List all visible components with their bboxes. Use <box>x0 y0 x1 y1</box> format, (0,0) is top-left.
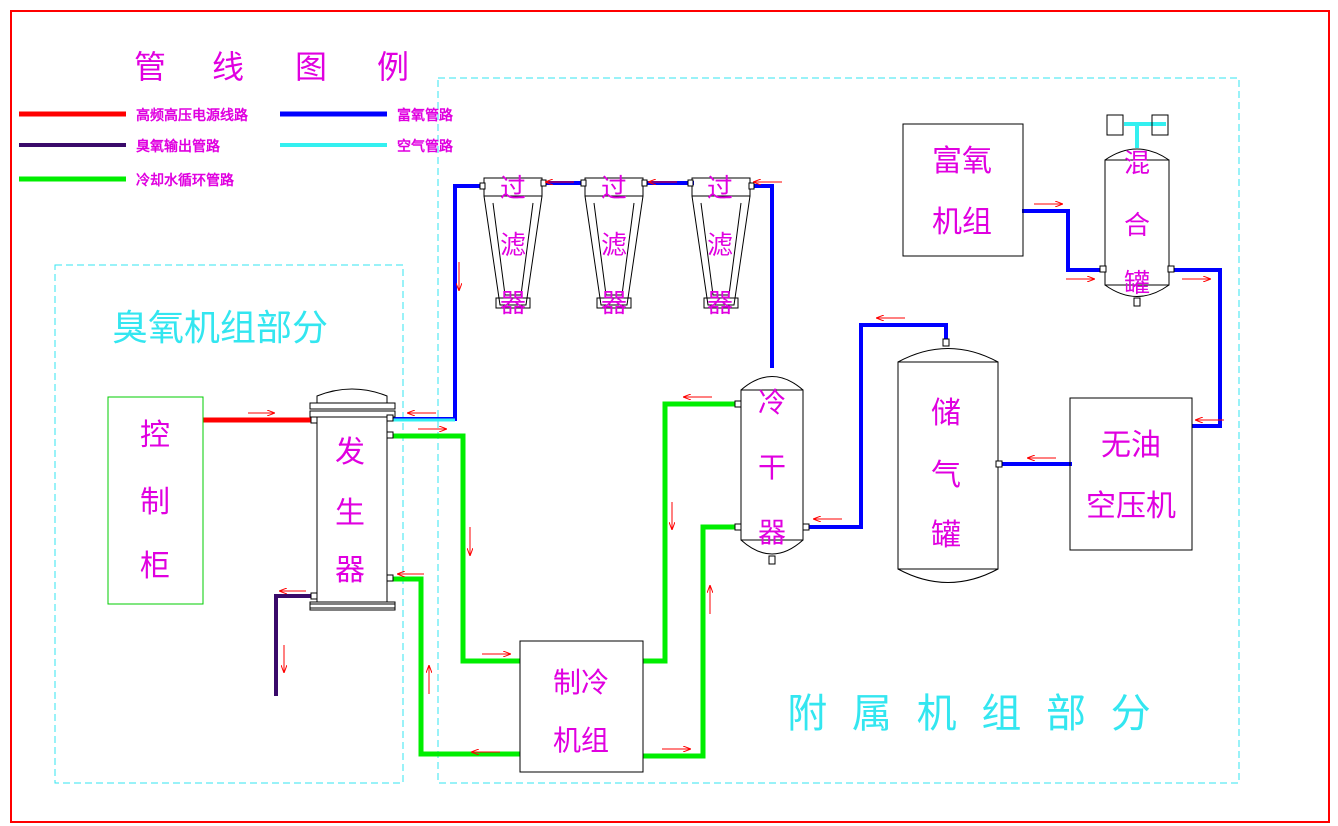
filter-1 <box>479 177 547 309</box>
filter-3 <box>687 177 755 309</box>
ozone-section-label: 臭氧机组部分 <box>112 308 328 349</box>
filter-3-label: 过 <box>707 174 733 204</box>
dryer-label: 冷 <box>758 386 786 419</box>
mixing-tank-label: 混 <box>1124 149 1150 179</box>
oxygen-unit-label: 富氧 <box>932 144 992 179</box>
oxygen-pipe-tank-dryer <box>806 323 948 529</box>
mixing-tank-label: 合 <box>1124 211 1150 241</box>
ozone-section-box <box>54 264 404 784</box>
chiller-label: 制冷 <box>553 666 609 699</box>
filter-1-label: 滤 <box>500 231 526 261</box>
filter-2-label: 滤 <box>601 231 627 261</box>
filter-2-label: 过 <box>601 174 627 204</box>
filter-3-label: 器 <box>707 289 733 319</box>
mixing-tank-label: 罐 <box>1124 269 1150 299</box>
oxygen-unit <box>902 123 1024 257</box>
mixing-tank <box>1099 114 1175 307</box>
aux-section-box <box>437 77 1240 784</box>
legend-label-ozone: 臭氧输出管路 <box>136 138 221 155</box>
storage-tank-label: 气 <box>931 458 961 493</box>
oxygen-pipe-mix-compressor <box>1170 268 1222 428</box>
compressor-label: 无油 <box>1101 428 1161 463</box>
legend-label-power: 高频高压电源线路 <box>136 107 249 124</box>
ozone-generator <box>309 388 396 611</box>
legend-title-char: 例 <box>377 48 409 86</box>
refrigerated-dryer <box>734 376 810 565</box>
control-cabinet-label: 制 <box>140 485 170 520</box>
generator-label: 生 <box>335 496 365 531</box>
filter-2 <box>580 177 648 309</box>
legend-label-oxygen: 富氧管路 <box>397 107 454 124</box>
legend-label-air: 空气管路 <box>397 138 454 155</box>
filter-3-label: 滤 <box>707 231 733 261</box>
oxygen-pipe-filter1-generator <box>390 184 484 421</box>
storage-tank <box>897 338 1003 583</box>
ozone-output-pipe <box>274 594 314 696</box>
legend-title-char: 管 <box>134 48 166 86</box>
filter-1-label: 器 <box>500 289 526 319</box>
oxygen-pipe-dryer-filter <box>752 184 774 368</box>
control-cabinet-label: 柜 <box>140 549 170 584</box>
storage-tank-label: 罐 <box>931 518 961 553</box>
oxygen-pipe-unit-mix <box>1022 209 1105 272</box>
oxygen-unit-label: 机组 <box>932 205 992 240</box>
storage-tank-label: 储 <box>931 396 961 431</box>
aux-section-label: 附 属 机 组 部 分 <box>787 691 1157 737</box>
chiller-unit <box>519 640 644 773</box>
legend-label-water: 冷却水循环管路 <box>136 172 235 189</box>
outer-frame <box>10 10 1330 823</box>
filter-1-label: 过 <box>500 174 526 204</box>
legend: 高频高压电源线路 富氧管路 臭氧输出管路 空气管路 冷却水循环管路 <box>19 107 454 189</box>
control-cabinet-label: 控 <box>140 418 170 453</box>
water-pipe-gen-in <box>389 576 520 757</box>
water-pipe-gen-out <box>389 433 520 664</box>
generator-label: 发 <box>335 435 365 470</box>
legend-title-char: 图 <box>295 48 327 86</box>
compressor-label: 空压机 <box>1086 489 1176 524</box>
air-compressor <box>1069 397 1193 551</box>
legend-title: 管 线 图 例 <box>134 48 409 86</box>
water-pipe-dryer-in <box>643 401 741 664</box>
chiller-label: 机组 <box>553 724 609 757</box>
legend-title-char: 线 <box>212 48 244 86</box>
water-pipe-dryer-out <box>643 524 741 759</box>
control-cabinet <box>107 396 204 605</box>
dryer-label: 干 <box>758 451 786 484</box>
dryer-label: 器 <box>758 516 786 549</box>
flow-arrows <box>248 182 1224 752</box>
filter-2-label: 器 <box>601 289 627 319</box>
generator-label: 器 <box>335 553 365 588</box>
